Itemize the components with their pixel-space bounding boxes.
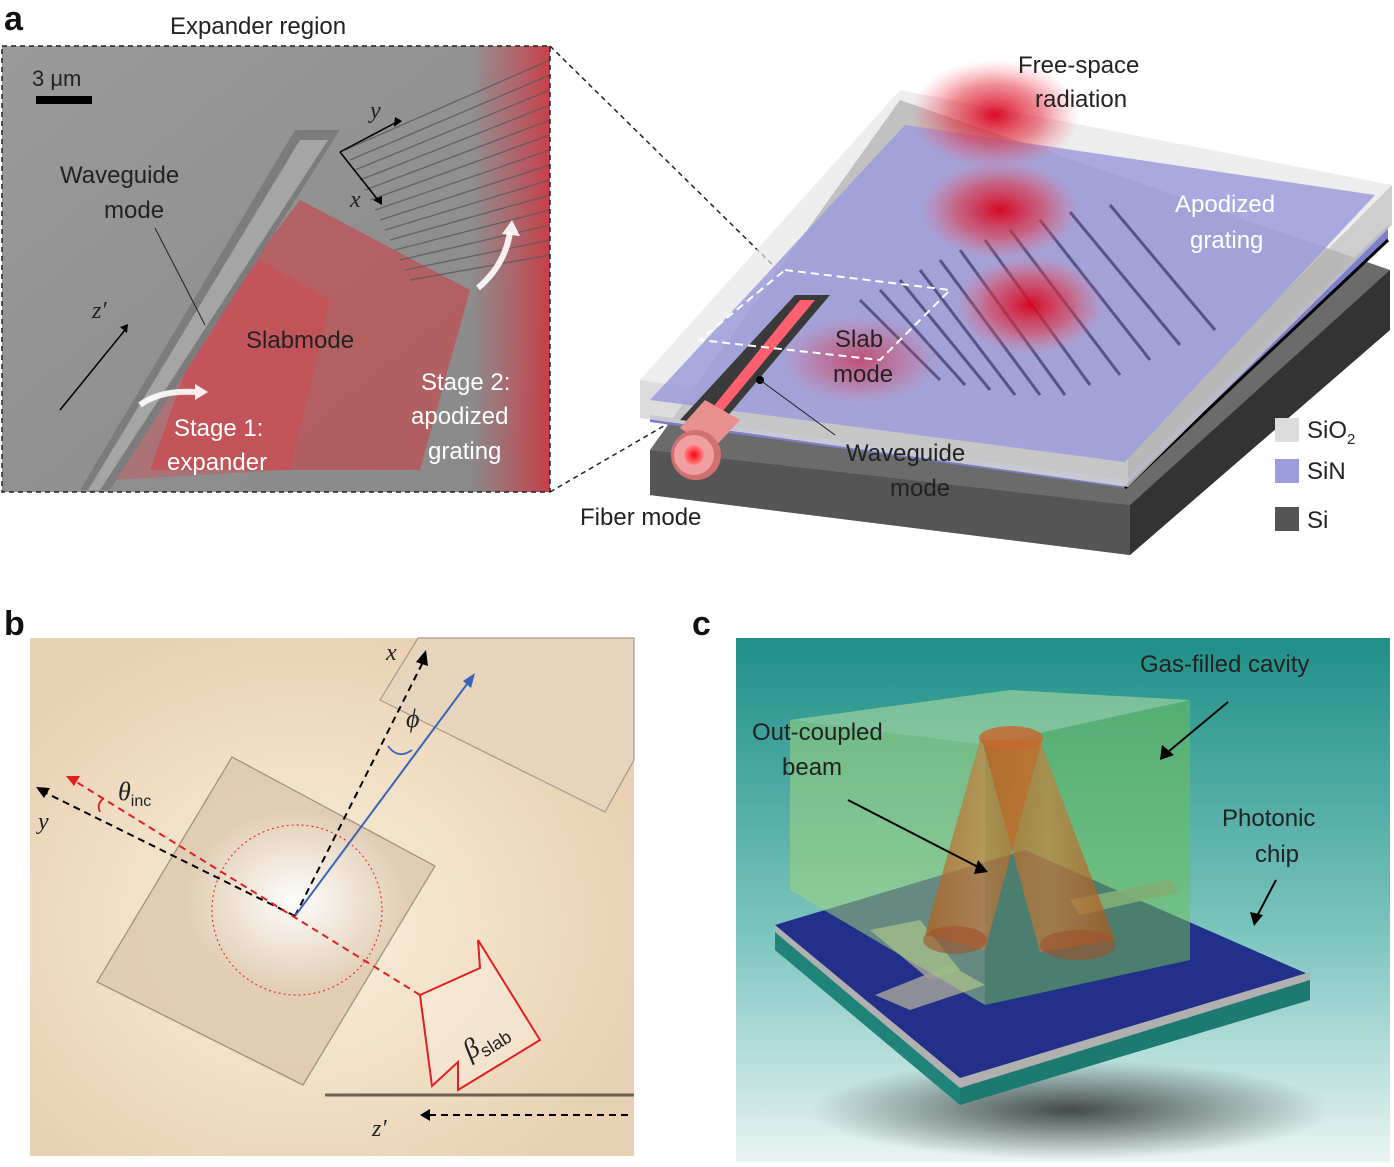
b-incident-line — [69, 777, 421, 996]
chip-3d — [640, 60, 1392, 555]
legend-label-sio2: SiO2 — [1307, 417, 1355, 448]
outcoupled-label-2: beam — [782, 754, 842, 781]
sem-z-label: z′ — [91, 298, 107, 324]
waveguide-mode-label-1: Waveguide — [60, 162, 179, 189]
legend-label-si: Si — [1307, 507, 1328, 534]
chip-waveguide-pointer — [759, 379, 836, 436]
sem-x-label: x — [349, 187, 361, 213]
sem-x-axis — [339, 151, 379, 201]
zoom-line-top — [549, 45, 781, 273]
expander-region-title: Expander region — [170, 13, 346, 40]
fiber-mode-label: Fiber mode — [580, 504, 701, 531]
outcoupled-label-1: Out-coupled — [752, 719, 883, 746]
stage2-label-1: Stage 2: — [421, 369, 510, 396]
stage1-label-1: Stage 1: — [174, 415, 263, 442]
legend-swatch-si — [1275, 507, 1299, 531]
material-legend: SiO2 SiN Si — [1275, 417, 1355, 534]
waveguide-mode-pointer — [154, 227, 206, 326]
free-space-label-1: Free-space — [1018, 52, 1139, 79]
gas-cavity-label: Gas-filled cavity — [1140, 651, 1309, 678]
apodized-grating-label-2: grating — [1190, 227, 1263, 254]
slab-mode-label-1: Slab — [835, 326, 883, 353]
scale-bar — [36, 96, 92, 104]
stage1-label-2: expander — [167, 449, 267, 476]
slab-mode-label-2: mode — [833, 361, 893, 388]
panel-a-letter: a — [4, 0, 24, 38]
stage2-label-3: grating — [428, 438, 501, 465]
sem-y-axis — [339, 122, 396, 153]
b-beta-arrow — [418, 939, 542, 1092]
b-z-label: z′ — [371, 1116, 387, 1142]
apodized-grating-label-1: Apodized — [1175, 191, 1275, 218]
legend-swatch-sin — [1275, 459, 1299, 483]
sem-z-axis — [59, 329, 126, 411]
scale-bar-label: 3 μm — [32, 66, 81, 91]
sem-image — [2, 46, 551, 492]
panel-b-letter: b — [4, 605, 25, 643]
outcoupled-pointer — [847, 799, 981, 869]
panel-c-letter: c — [692, 605, 711, 643]
gas-cell-render — [736, 638, 1390, 1162]
sem-frame — [1, 45, 551, 493]
chip-waveguide-label-2: mode — [890, 475, 950, 502]
chip-waveguide-label-1: Waveguide — [846, 440, 965, 467]
waveguide-mode-label-2: mode — [104, 197, 164, 224]
photonic-chip-label-2: chip — [1255, 841, 1299, 868]
legend-swatch-sio2 — [1275, 418, 1299, 442]
gas-cavity-pointer — [1167, 701, 1229, 753]
photonic-chip-label-1: Photonic — [1222, 805, 1315, 832]
slabmode-label: Slabmode — [246, 327, 354, 354]
b-x-label: x — [385, 640, 397, 666]
legend-label-sin: SiN — [1307, 458, 1346, 485]
micrograph — [30, 637, 635, 1156]
b-phi-label: ϕ — [406, 704, 419, 733]
b-y-label: y — [36, 809, 49, 835]
free-space-label-2: radiation — [1035, 86, 1127, 113]
photonic-chip-pointer — [1255, 879, 1277, 919]
b-theta-label: θinc — [118, 777, 151, 810]
stage2-label-2: apodized — [411, 403, 508, 430]
sem-y-label: y — [368, 98, 381, 124]
b-beam-vector — [294, 679, 471, 917]
